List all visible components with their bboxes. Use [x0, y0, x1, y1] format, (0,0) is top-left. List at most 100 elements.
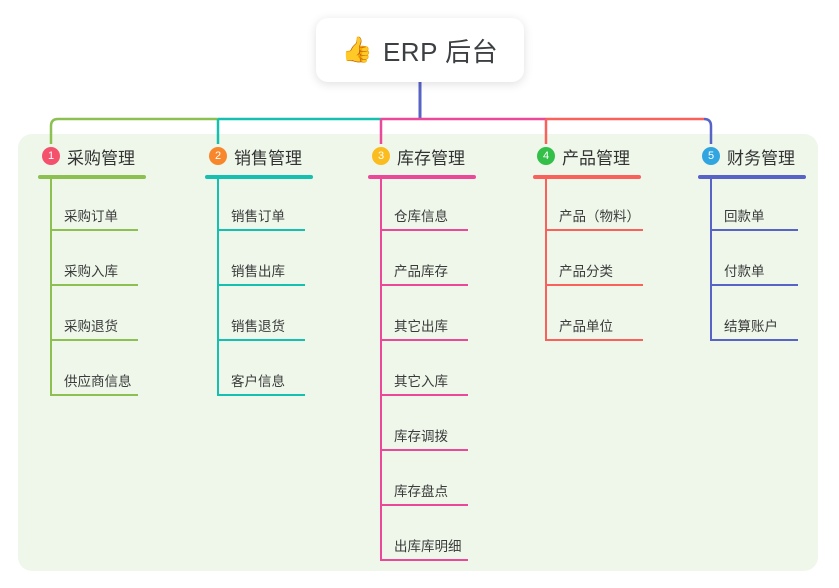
branch-underline — [698, 175, 806, 179]
branch-title: 产品管理 — [562, 148, 630, 168]
leaf-item-underline — [217, 339, 305, 341]
leaf-item[interactable]: 其它出库 — [368, 289, 476, 344]
leaf-item[interactable]: 采购订单 — [38, 179, 146, 234]
leaf-item-label: 仓库信息 — [394, 209, 448, 224]
leaf-item-label: 客户信息 — [231, 374, 285, 389]
branch-column-3: 3 库存管理仓库信息产品库存其它出库其它入库库存调拨库存盘点出库库明细 — [368, 143, 476, 564]
leaf-item-label: 销售出库 — [231, 264, 285, 279]
leaf-item-underline — [710, 229, 798, 231]
leaf-item-label: 库存调拨 — [394, 429, 448, 444]
branch-underline — [205, 175, 313, 179]
branch-title: 采购管理 — [67, 148, 135, 168]
leaf-item-label: 其它入库 — [394, 374, 448, 389]
leaf-item[interactable]: 销售订单 — [205, 179, 313, 234]
branch-column-2: 2 销售管理销售订单销售出库销售退货客户信息 — [205, 143, 313, 399]
leaf-item[interactable]: 供应商信息 — [38, 344, 146, 399]
leaf-item-underline — [545, 229, 643, 231]
leaf-item-label: 出库库明细 — [394, 539, 462, 554]
leaf-item-label: 供应商信息 — [64, 374, 132, 389]
branch-underline — [38, 175, 146, 179]
branch-title: 财务管理 — [727, 148, 795, 168]
branch-header-3[interactable]: 3 库存管理 — [368, 143, 476, 169]
leaf-item-underline — [380, 449, 468, 451]
leaf-item[interactable]: 采购入库 — [38, 234, 146, 289]
branch-items: 仓库信息产品库存其它出库其它入库库存调拨库存盘点出库库明细 — [368, 179, 476, 564]
branch-underline — [368, 175, 476, 179]
diagram-panel — [18, 134, 818, 571]
leaf-item[interactable]: 付款单 — [698, 234, 806, 289]
leaf-item[interactable]: 库存调拨 — [368, 399, 476, 454]
leaf-item[interactable]: 结算账户 — [698, 289, 806, 344]
leaf-item-underline — [380, 504, 468, 506]
branch-title: 销售管理 — [234, 148, 302, 168]
root-node[interactable]: 👍 ERP 后台 — [316, 18, 524, 82]
leaf-item[interactable]: 产品库存 — [368, 234, 476, 289]
leaf-item-underline — [217, 229, 305, 231]
branch-spine — [380, 179, 382, 561]
branch-header-5[interactable]: 5 财务管理 — [698, 143, 806, 169]
leaf-item-label: 付款单 — [724, 264, 765, 279]
leaf-item[interactable]: 产品（物料） — [533, 179, 643, 234]
leaf-item[interactable]: 产品单位 — [533, 289, 643, 344]
branch-number-badge: 3 — [372, 147, 390, 165]
leaf-item-underline — [710, 339, 798, 341]
leaf-item-underline — [380, 559, 468, 561]
branch-title: 库存管理 — [397, 148, 465, 168]
leaf-item-underline — [50, 284, 138, 286]
branch-items: 产品（物料） 产品分类产品单位 — [533, 179, 643, 344]
leaf-item-underline — [50, 339, 138, 341]
branch-number-badge: 1 — [42, 147, 60, 165]
branch-underline — [533, 175, 641, 179]
branch-column-4: 4 产品管理产品（物料） 产品分类产品单位 — [533, 143, 643, 344]
leaf-item-label: 结算账户 — [724, 319, 778, 334]
branch-column-1: 1 采购管理采购订单采购入库采购退货供应商信息 — [38, 143, 146, 399]
branch-header-1[interactable]: 1 采购管理 — [38, 143, 146, 169]
leaf-item-underline — [380, 229, 468, 231]
leaf-item-label: 销售退货 — [231, 319, 285, 334]
root-title: ERP 后台 — [382, 36, 499, 67]
leaf-item-underline — [380, 284, 468, 286]
leaf-item-underline — [710, 284, 798, 286]
leaf-item[interactable]: 销售退货 — [205, 289, 313, 344]
leaf-item[interactable]: 采购退货 — [38, 289, 146, 344]
thumbs-up-icon: 👍 — [341, 35, 373, 64]
leaf-item[interactable]: 其它入库 — [368, 344, 476, 399]
branch-spine — [710, 179, 712, 341]
branch-header-4[interactable]: 4 产品管理 — [533, 143, 641, 169]
leaf-item-label: 采购退货 — [64, 319, 118, 334]
leaf-item-underline — [50, 229, 138, 231]
branch-spine — [545, 179, 547, 341]
branch-items: 采购订单采购入库采购退货供应商信息 — [38, 179, 146, 399]
leaf-item-label: 其它出库 — [394, 319, 448, 334]
branch-column-5: 5 财务管理回款单付款单结算账户 — [698, 143, 806, 344]
leaf-item-label: 采购入库 — [64, 264, 118, 279]
leaf-item-label: 产品单位 — [559, 319, 613, 334]
leaf-item-label: 采购订单 — [64, 209, 118, 224]
leaf-item-label: 回款单 — [724, 209, 765, 224]
leaf-item-underline — [545, 339, 643, 341]
branch-items: 回款单付款单结算账户 — [698, 179, 806, 344]
leaf-item[interactable]: 销售出库 — [205, 234, 313, 289]
leaf-item-label: 产品（物料） — [559, 209, 640, 224]
leaf-item-label: 销售订单 — [231, 209, 285, 224]
branch-header-2[interactable]: 2 销售管理 — [205, 143, 313, 169]
branch-spine — [50, 179, 52, 396]
leaf-item[interactable]: 产品分类 — [533, 234, 643, 289]
leaf-item[interactable]: 回款单 — [698, 179, 806, 234]
leaf-item[interactable]: 出库库明细 — [368, 509, 476, 564]
leaf-item-underline — [380, 339, 468, 341]
leaf-item-underline — [217, 394, 305, 396]
branch-number-badge: 4 — [537, 147, 555, 165]
branch-number-badge: 5 — [702, 147, 720, 165]
leaf-item[interactable]: 客户信息 — [205, 344, 313, 399]
branch-number-badge: 2 — [209, 147, 227, 165]
leaf-item-label: 库存盘点 — [394, 484, 448, 499]
leaf-item-underline — [380, 394, 468, 396]
leaf-item-underline — [217, 284, 305, 286]
leaf-item-underline — [545, 284, 643, 286]
leaf-item-underline — [50, 394, 138, 396]
leaf-item[interactable]: 仓库信息 — [368, 179, 476, 234]
leaf-item[interactable]: 库存盘点 — [368, 454, 476, 509]
leaf-item-label: 产品分类 — [559, 264, 613, 279]
